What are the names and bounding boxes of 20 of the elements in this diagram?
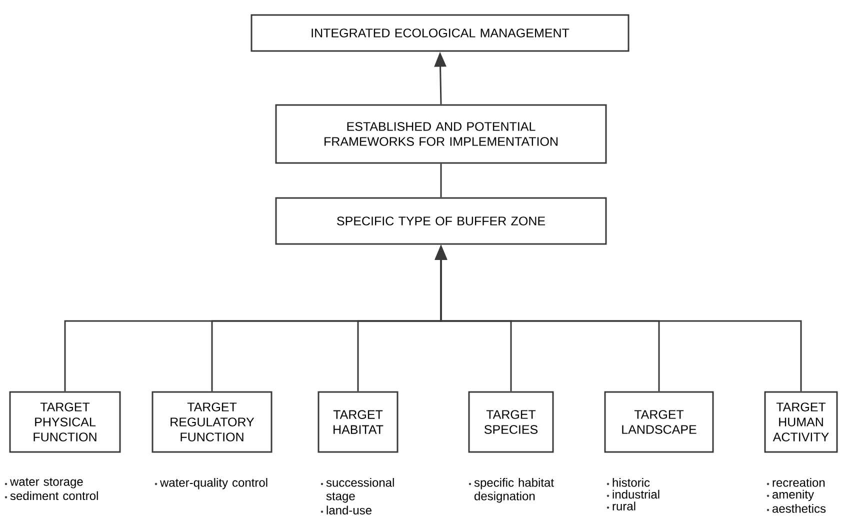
box: INTEGRATED ECOLOGICAL MANAGEMENT — [250, 14, 630, 52]
bullet-item: rural — [606, 502, 636, 510]
bullet-item: historic — [606, 478, 650, 487]
box: SPECIFIC TYPE OF BUFFER ZONE — [275, 197, 607, 245]
box: TARGET SPECIES — [468, 391, 554, 453]
bullet-item: land-use — [320, 506, 372, 514]
bullet-item: amenity — [766, 490, 814, 501]
box: TARGET REGULATORY FUNCTION — [152, 391, 272, 453]
box: ESTABLISHED AND POTENTIAL FRAMEWORKS FOR IMPLEMENTATION — [275, 104, 607, 164]
box: TARGET PHYSICAL FUNCTION — [9, 391, 121, 453]
box: TARGET LANDSCAPE — [604, 391, 714, 453]
bullet-item: recreation — [766, 478, 825, 487]
bullet-item: water-quality control — [154, 478, 268, 490]
box: TARGET HABITAT — [318, 391, 398, 453]
bullet-item: industrial — [606, 490, 660, 499]
box: TARGET HUMAN ACTIVITY — [764, 391, 838, 453]
bullet-item: aesthetics — [766, 504, 826, 513]
bullet-item: sediment control — [4, 491, 98, 500]
bullet-item: water storage — [4, 478, 83, 488]
bullet-item: specific habitat designation — [468, 478, 554, 503]
